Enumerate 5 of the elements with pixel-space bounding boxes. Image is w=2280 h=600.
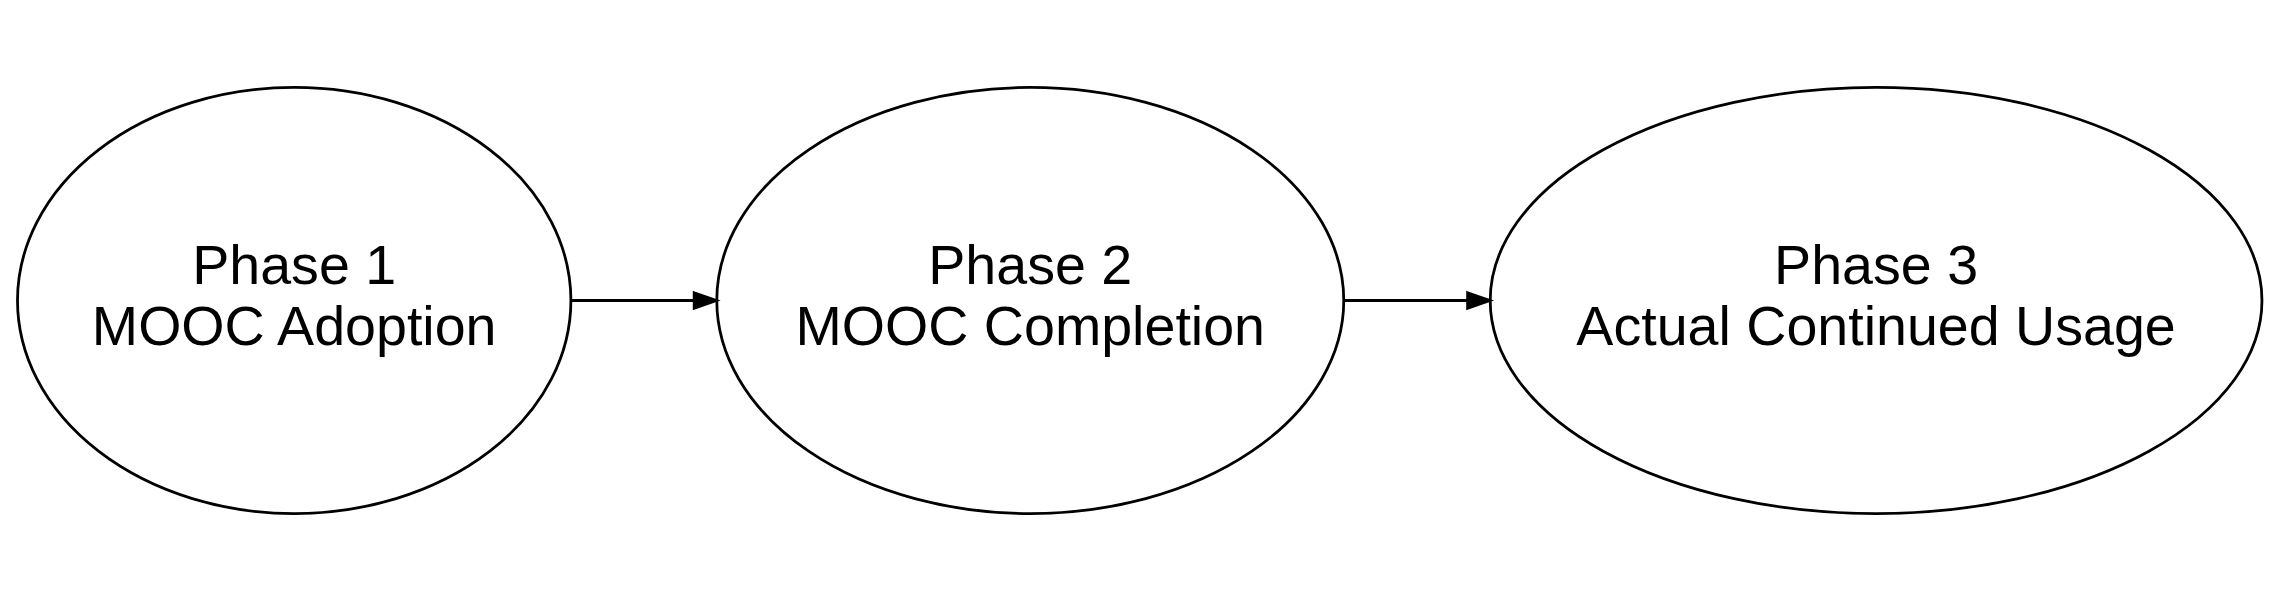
node-ellipse: Phase 1 MOOC Adoption bbox=[16, 85, 573, 515]
node-ellipse: Phase 3 Actual Continued Usage bbox=[1488, 85, 2264, 515]
node-ellipse: Phase 2 MOOC Completion bbox=[715, 85, 1346, 515]
arrow bbox=[570, 290, 721, 310]
arrow bbox=[1343, 290, 1495, 310]
